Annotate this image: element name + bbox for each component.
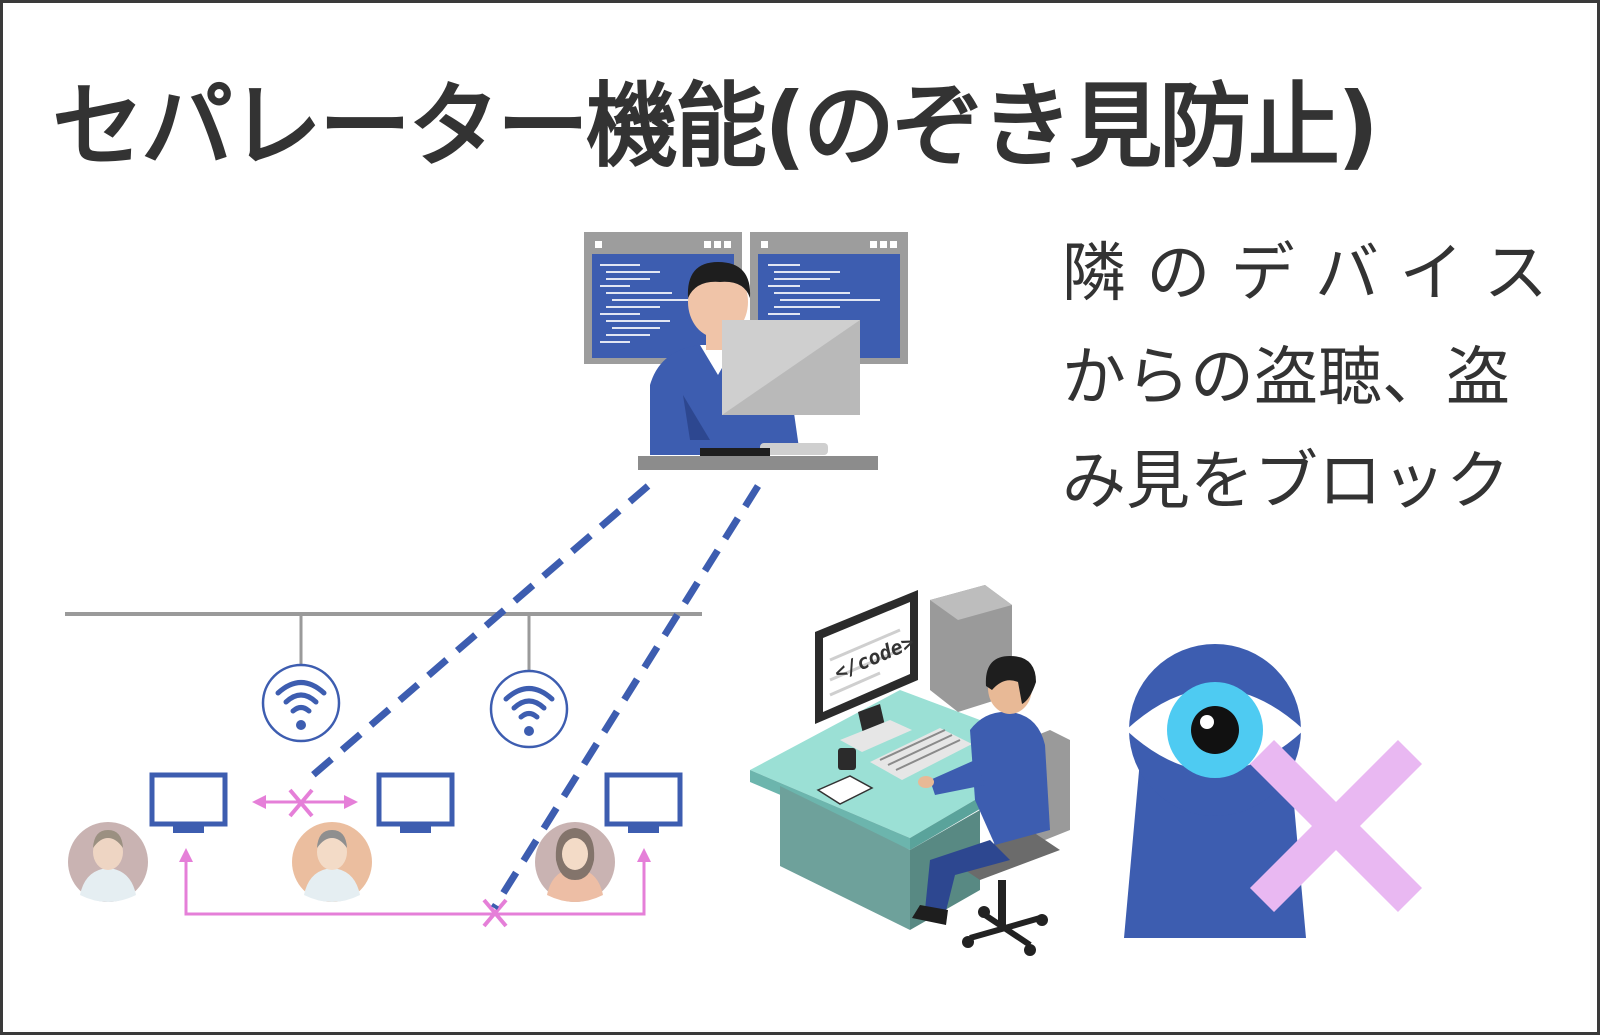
cross-mark-icon	[1249, 739, 1423, 913]
network-bus	[65, 612, 702, 670]
caption-text: 隣 の デ バ イ ス からの盗聴、盗 み見をブロック	[1062, 222, 1562, 534]
cross-mark-icon	[482, 898, 508, 928]
wifi-icon	[489, 669, 569, 749]
blocked-connection-arrows	[179, 795, 651, 916]
caption-line-1: 隣 の デ バ イ ス	[1062, 237, 1548, 311]
monitor-icon	[604, 772, 683, 833]
keyhole-eye-icon	[1124, 644, 1306, 938]
admin-person-icon	[584, 232, 908, 470]
user-avatar-icon	[535, 822, 615, 902]
caption-line-3: み見をブロック	[1062, 445, 1510, 519]
cross-mark-icon	[288, 788, 314, 818]
admin-link-lines	[302, 483, 761, 910]
monitor-icon	[376, 772, 455, 833]
monitor-icon	[149, 772, 228, 833]
developer-workstation-icon: </code>	[750, 585, 1070, 956]
page-title: セパレーター機能(のぞき見防止)	[52, 73, 1379, 180]
wifi-icon	[261, 663, 341, 743]
user-avatar-icon	[292, 822, 372, 902]
caption-line-2: からの盗聴、盗	[1062, 341, 1510, 415]
user-avatar-icon	[68, 822, 148, 902]
